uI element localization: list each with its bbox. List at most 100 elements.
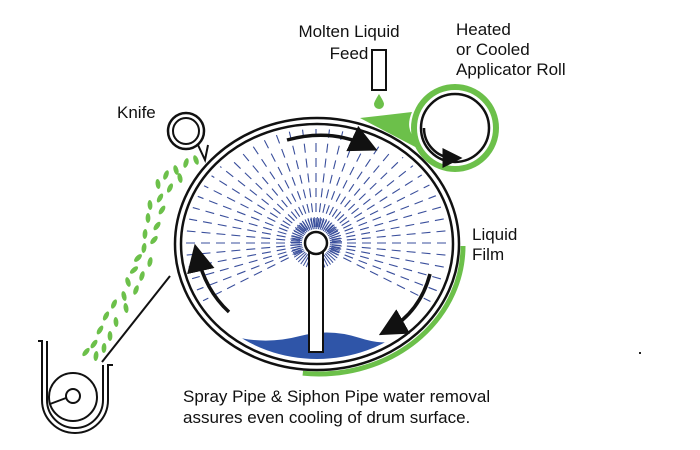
flake xyxy=(123,303,129,313)
flake xyxy=(173,165,179,175)
spray-ring-line xyxy=(319,217,325,230)
flake xyxy=(183,158,189,168)
spray-ring-line xyxy=(313,217,316,230)
spray-ring-line xyxy=(327,250,338,259)
spray-ring-line xyxy=(329,241,342,243)
spray-ring-line xyxy=(304,219,311,231)
flake xyxy=(129,266,139,274)
spray-line xyxy=(331,245,448,275)
roll-label-line3: Applicator Roll xyxy=(456,60,566,79)
drum-rotation-arrow-top-icon xyxy=(286,125,378,152)
spray-ring-line xyxy=(327,229,339,237)
spray-ring-line xyxy=(328,247,341,253)
film-label-line1: Liquid xyxy=(472,225,518,244)
spray-ring-line xyxy=(290,235,303,240)
spray-ring-line xyxy=(292,248,304,255)
spray-ring-line xyxy=(290,245,303,249)
collection-bin xyxy=(38,340,113,434)
flake xyxy=(96,325,104,335)
spray-ring-line xyxy=(317,217,322,230)
spray-ring-line xyxy=(329,237,342,242)
spray-ring-line xyxy=(297,252,307,263)
spray-line xyxy=(324,129,417,231)
flake xyxy=(139,271,145,281)
caption-line2: assures even cooling of drum surface. xyxy=(183,408,471,427)
spray-ring-line xyxy=(325,224,335,234)
spray-line xyxy=(186,181,302,238)
flake xyxy=(90,339,98,349)
spray-ring-line xyxy=(296,224,307,234)
flake xyxy=(147,257,153,267)
flake xyxy=(166,183,174,193)
spray-line xyxy=(297,129,315,228)
spray-ring-line xyxy=(328,249,340,256)
spray-ring-line xyxy=(310,217,314,230)
flake xyxy=(107,331,113,341)
knife xyxy=(166,111,209,164)
spray-line xyxy=(323,129,402,230)
flake xyxy=(142,229,148,239)
spray-ring-line xyxy=(324,222,333,233)
spray-ring-line xyxy=(328,231,340,238)
flake xyxy=(150,235,158,245)
spray-line xyxy=(201,131,306,232)
spray-line xyxy=(331,244,448,260)
flake xyxy=(111,299,117,309)
spray-line xyxy=(331,211,448,241)
feed-label: Molten Liquid Feed xyxy=(276,22,422,64)
spray-ring-line xyxy=(323,254,331,265)
drum xyxy=(173,116,461,372)
spray-ring-line xyxy=(326,226,337,235)
spray-ring-line xyxy=(324,253,334,263)
applicator-roll xyxy=(411,84,499,172)
spray-ring-line xyxy=(322,220,330,232)
spray-line xyxy=(230,129,309,230)
spray-line xyxy=(186,211,301,241)
drum-rotation-arrow-left-icon xyxy=(187,243,231,314)
knife-label: Knife xyxy=(117,103,156,122)
feed-nozzle xyxy=(371,49,387,109)
spray-line xyxy=(331,247,448,290)
spray-ring-line xyxy=(326,251,336,261)
flake xyxy=(93,351,99,361)
spray-line xyxy=(280,129,314,228)
spray-line xyxy=(331,226,448,242)
flake xyxy=(133,285,139,295)
flake xyxy=(101,343,107,353)
product-flakes xyxy=(82,155,199,361)
feed-label-line2: Feed xyxy=(329,44,369,63)
flake xyxy=(102,311,110,321)
droplet-icon xyxy=(374,94,384,109)
spray-ring-line xyxy=(321,219,328,231)
flake xyxy=(134,254,142,262)
liquid-film-label: Liquid Film xyxy=(472,225,517,265)
spray-ring-line xyxy=(329,245,342,250)
flake xyxy=(177,173,183,183)
spray-ring-line xyxy=(293,229,305,237)
spray-ring-line xyxy=(301,220,310,232)
flake xyxy=(155,179,161,189)
spray-ring-line xyxy=(294,226,306,235)
spray-line xyxy=(186,226,301,242)
spray-line xyxy=(215,129,308,231)
flake xyxy=(82,347,90,357)
chute-guide xyxy=(101,275,171,363)
spray-ring-line xyxy=(300,254,309,265)
flake xyxy=(156,193,164,203)
spray-line xyxy=(320,129,370,228)
spray-ring-line xyxy=(290,238,303,242)
spray-line xyxy=(322,129,386,229)
roll-label-line1: Heated xyxy=(456,20,511,39)
drum-rotation-arrow-right-icon xyxy=(378,273,432,336)
spray-ring-line xyxy=(329,244,342,247)
spray-line xyxy=(186,196,301,239)
spray-line xyxy=(262,129,312,228)
spray-line xyxy=(326,131,431,232)
stray-dot xyxy=(639,352,641,354)
spray-line xyxy=(186,245,301,275)
spray-ring-line xyxy=(290,243,303,246)
spray-ring-line xyxy=(291,232,304,238)
spray-line xyxy=(331,196,448,239)
spray-ring-line xyxy=(295,251,306,261)
spray-line xyxy=(186,244,301,260)
